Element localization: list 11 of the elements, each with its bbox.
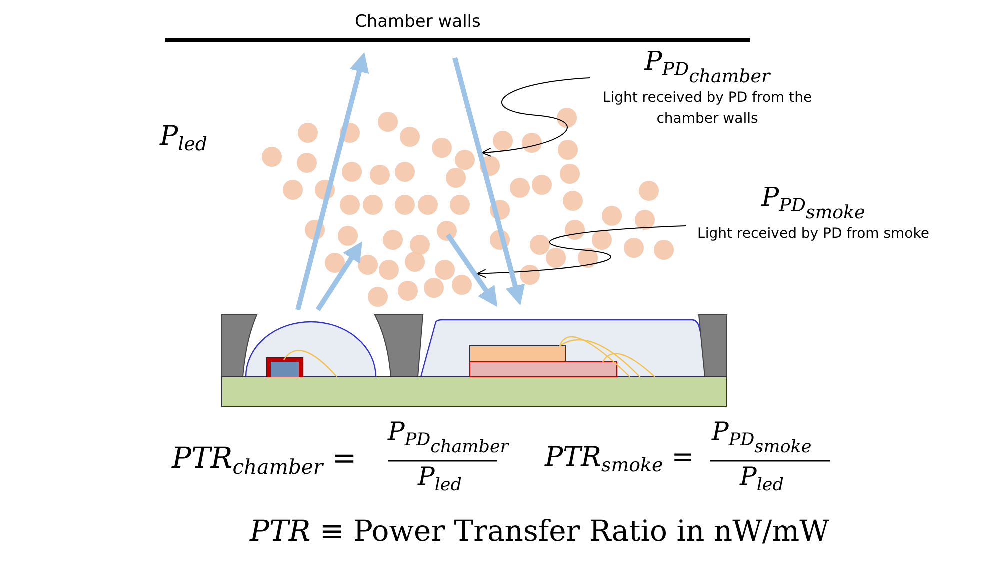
formula-label: P$_{led}$ [418, 463, 462, 496]
formula-label: P$_{led}$ [160, 122, 208, 156]
leader-line [476, 226, 686, 278]
definition-text: PTR ≡ Power Transfer Ratio in nW/mW [250, 516, 830, 548]
formula-label: PTR$_{chamber}$ = [172, 443, 357, 478]
formula-label: PTR$_{smoke}$ = [545, 443, 694, 476]
formula-label: P$_{led}$ [740, 463, 784, 496]
caption-text: Light received by PD from the chamber walls [602, 88, 814, 129]
caption-text: Light received by PD from smoke [696, 224, 930, 244]
wall-label: Chamber walls [355, 11, 481, 34]
leader-line [482, 78, 590, 157]
